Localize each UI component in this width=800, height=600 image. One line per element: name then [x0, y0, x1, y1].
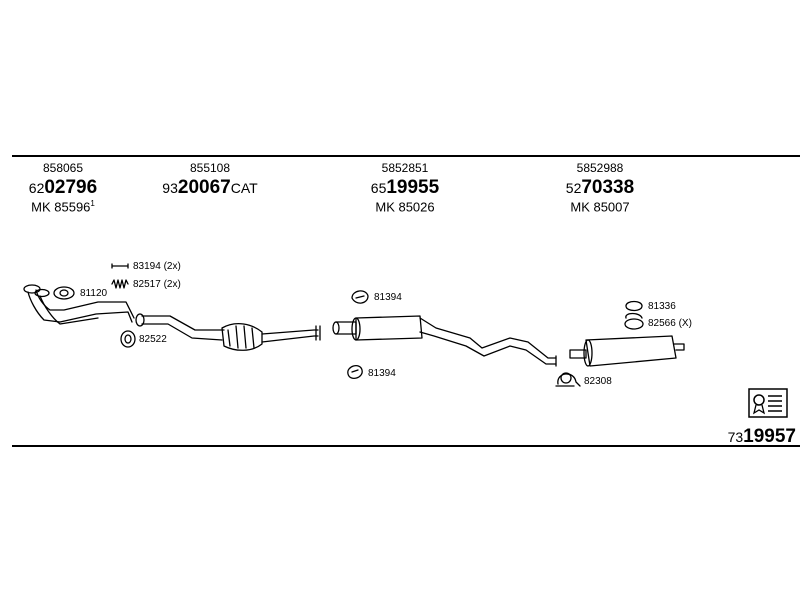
- label-82308: 82308: [584, 376, 612, 387]
- header-col-3: 5852851 6519955 MK 85026: [355, 162, 455, 213]
- code-prefix: 65: [370, 180, 387, 196]
- hanger-81336: [625, 300, 643, 312]
- stamp-icon: [748, 388, 788, 418]
- part-number: 858065: [42, 161, 84, 175]
- label-83194: 83194 (2x): [133, 261, 181, 272]
- bolt-icon: [111, 263, 129, 269]
- footer-prefix: 73: [727, 429, 744, 445]
- label-82522: 82522: [139, 334, 167, 345]
- footer-main: 19957: [743, 426, 796, 447]
- code-prefix: 62: [28, 180, 45, 196]
- header-col-1: 858065 6202796 MK 855961: [18, 162, 108, 213]
- label-82566: 82566 (X): [648, 318, 692, 329]
- bottom-rule: [12, 445, 800, 447]
- part-number: 5852988: [576, 161, 624, 175]
- front-pipe: [23, 284, 135, 325]
- hanger-81394-top: [351, 290, 369, 304]
- ring-82566: [624, 312, 644, 330]
- footer-code: 7319957: [728, 426, 796, 448]
- mk-number: MK 85007: [570, 199, 630, 215]
- gasket-81120: [53, 286, 75, 300]
- label-81120: 81120: [80, 288, 108, 299]
- label-81394-top: 81394: [374, 292, 402, 303]
- label-81336: 81336: [648, 301, 676, 312]
- clamp-82308: [555, 372, 581, 387]
- label-82517: 82517 (2x): [133, 279, 181, 290]
- code-main: 20067: [177, 177, 231, 198]
- rear-silencer: [569, 335, 685, 367]
- label-81394-bottom: 81394: [368, 368, 396, 379]
- mk-number: MK 85596: [31, 199, 91, 215]
- part-number: 5852851: [381, 161, 429, 175]
- mk-number: MK 85026: [375, 199, 435, 215]
- header-col-4: 5852988 5270338 MK 85007: [550, 162, 650, 213]
- code-prefix: 52: [565, 180, 582, 196]
- code-main: 02796: [44, 177, 98, 198]
- code-prefix: 93: [162, 180, 178, 196]
- ring-82522: [120, 330, 136, 348]
- part-number: 855108: [189, 161, 231, 175]
- mk-superscript: 1: [90, 199, 95, 208]
- catalytic-converter: [135, 313, 321, 351]
- middle-silencer: [332, 315, 557, 367]
- code-main: 19955: [386, 177, 440, 198]
- code-main: 70338: [581, 177, 635, 198]
- code-suffix: CAT: [230, 180, 258, 196]
- hanger-81394-bottom: [347, 364, 363, 380]
- header-col-2: 855108 9320067CAT: [150, 162, 270, 200]
- spring-icon: [111, 279, 129, 289]
- top-rule: [12, 155, 800, 157]
